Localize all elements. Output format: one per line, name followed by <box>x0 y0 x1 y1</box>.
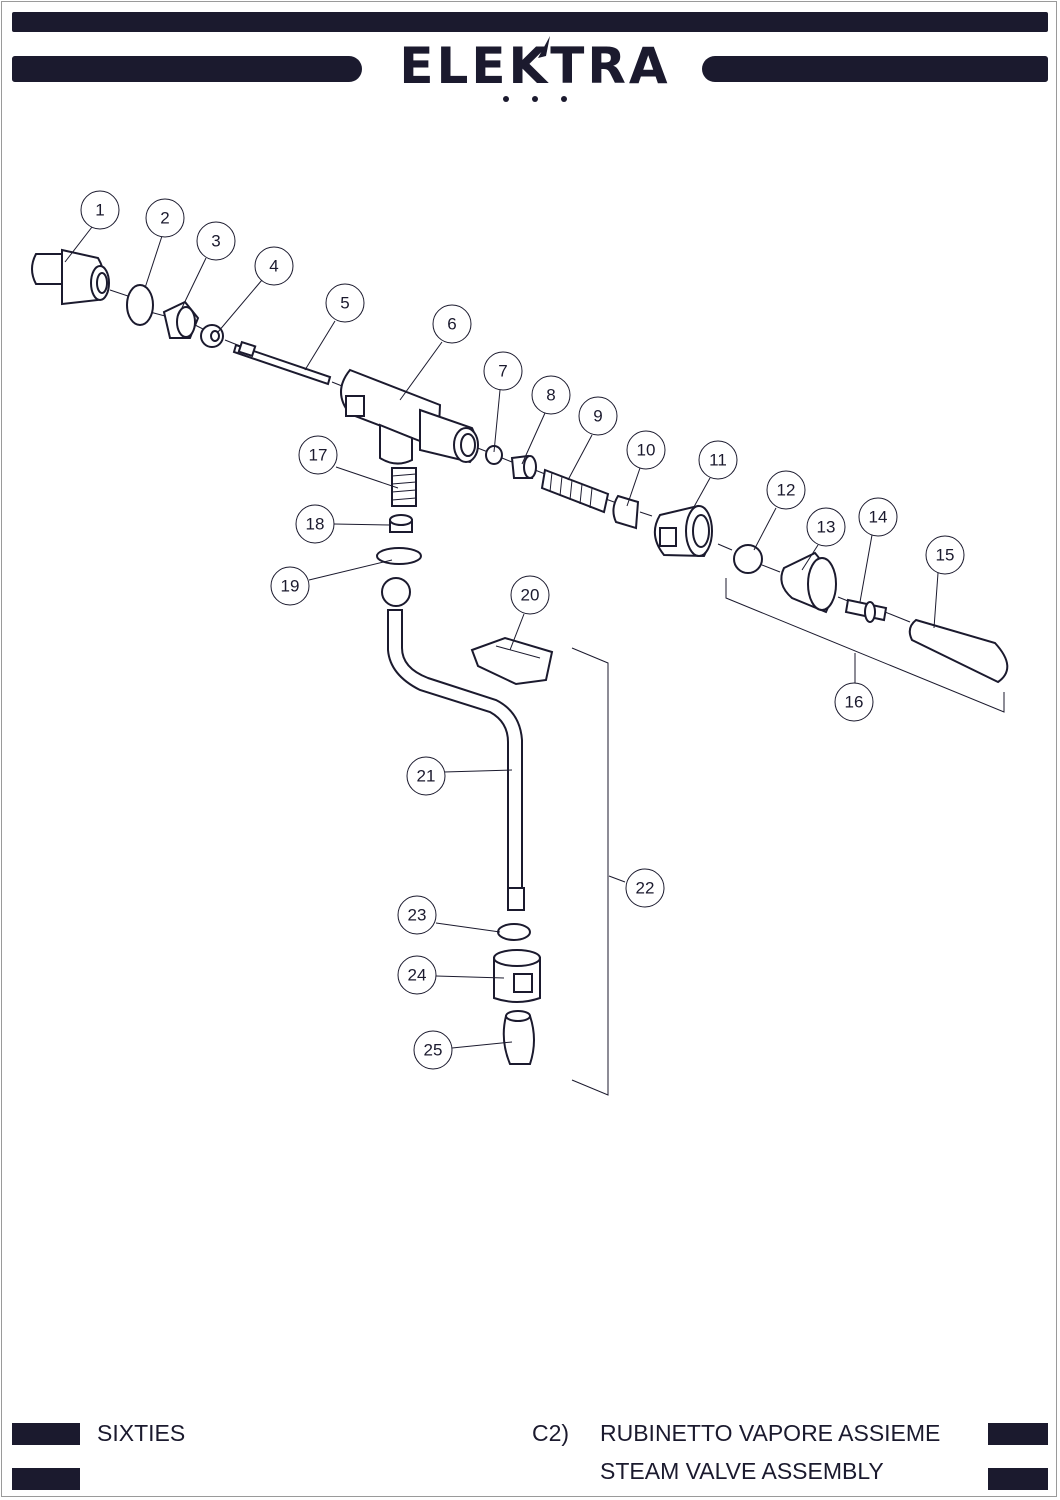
callout-14: 14 <box>858 497 898 537</box>
callout-number: 19 <box>281 577 300 596</box>
callout-22: 22 <box>625 868 665 908</box>
part-1-fitting <box>31 248 110 306</box>
part-13-ring-nut <box>780 551 837 614</box>
callout-number: 8 <box>546 386 555 405</box>
logo-dot-icon <box>561 96 567 102</box>
callout-7: 7 <box>483 351 523 391</box>
callout-number: 13 <box>817 518 836 537</box>
logo-dot-icon <box>532 96 538 102</box>
part-25-nozzle-tip <box>502 1010 535 1065</box>
part-4-washer <box>200 324 224 348</box>
callout-3: 3 <box>196 221 236 261</box>
callout-1: 1 <box>80 190 120 230</box>
callout-number: 2 <box>160 209 169 228</box>
brand-logo: ELEKTRA <box>399 36 670 102</box>
callout-number: 11 <box>709 451 727 470</box>
part-19-oring <box>376 547 422 565</box>
callout-4: 4 <box>254 246 294 286</box>
callout-number: 24 <box>408 966 427 985</box>
part-12-ball <box>733 544 763 574</box>
header-right-bar <box>702 56 1048 82</box>
callout-19: 19 <box>270 566 310 606</box>
footer-left-block-top <box>12 1423 80 1445</box>
part-16-group-bracket <box>725 578 1005 713</box>
callout-21: 21 <box>406 756 446 796</box>
callout-20: 20 <box>510 575 550 615</box>
callout-number: 17 <box>309 446 328 465</box>
callout-10: 10 <box>626 430 666 470</box>
callout-number: 5 <box>340 294 349 313</box>
title-italian: RUBINETTO VAPORE ASSIEME <box>600 1420 941 1446</box>
callout-13: 13 <box>806 507 846 547</box>
part-18-seal <box>389 514 413 533</box>
callout-17: 17 <box>298 435 338 475</box>
callout-number: 14 <box>869 508 888 527</box>
brand-name: ELEKTRA <box>399 37 670 95</box>
callout-23: 23 <box>397 895 437 935</box>
title-english: STEAM VALVE ASSEMBLY <box>600 1458 884 1484</box>
callout-9: 9 <box>578 396 618 436</box>
part-21-steam-wand <box>381 577 525 911</box>
callout-number: 21 <box>417 767 436 786</box>
part-3-bushing <box>162 300 200 339</box>
callout-number: 6 <box>447 315 456 334</box>
callout-number: 7 <box>498 362 507 381</box>
callout-number: 12 <box>777 481 796 500</box>
part-2-oring <box>126 284 154 326</box>
exploded-diagram: 1 2 3 4 5 6 7 8 9 10 11 12 13 14 15 16 1… <box>31 190 1009 1096</box>
leader-lines <box>64 226 939 1049</box>
callout-16: 16 <box>834 682 874 722</box>
callout-25: 25 <box>413 1030 453 1070</box>
header-top-bar <box>12 12 1048 32</box>
header-left-bar <box>12 56 362 82</box>
callout-5: 5 <box>325 283 365 323</box>
footer-right-block-bottom <box>988 1468 1048 1490</box>
footer-left-block-bottom <box>12 1468 80 1490</box>
logo-flame-icon <box>538 36 550 58</box>
part-15-handle <box>908 618 1009 684</box>
callout-number: 4 <box>269 257 278 276</box>
callout-number: 23 <box>408 906 427 925</box>
footer-right-block-top <box>988 1423 1048 1445</box>
part-5-stem <box>232 340 332 386</box>
callout-6: 6 <box>432 304 472 344</box>
part-9-spring <box>540 468 610 514</box>
part-6-valve-body <box>340 368 479 465</box>
section-code: C2) <box>532 1420 570 1446</box>
callout-number: 1 <box>95 201 104 220</box>
callout-12: 12 <box>766 470 806 510</box>
part-24-nozzle-nut <box>493 949 541 1003</box>
callout-number: 16 <box>845 693 864 712</box>
model-name: SIXTIES <box>97 1420 186 1446</box>
callout-number: 9 <box>593 407 602 426</box>
callout-number: 10 <box>637 441 656 460</box>
callout-number: 3 <box>211 232 220 251</box>
callout-number: 22 <box>636 879 655 898</box>
part-23-gasket <box>497 923 531 941</box>
part-14-pin <box>844 598 888 623</box>
part-22-group-bracket <box>571 647 609 1096</box>
callout-11: 11 <box>698 440 738 480</box>
part-20-grip <box>470 636 554 686</box>
callout-15: 15 <box>925 535 965 575</box>
callout-18: 18 <box>295 504 335 544</box>
part-10-sleeve <box>612 494 640 530</box>
callout-number: 25 <box>424 1041 443 1060</box>
callout-number: 15 <box>936 546 955 565</box>
callout-2: 2 <box>145 198 185 238</box>
callout-number: 18 <box>306 515 325 534</box>
callout-number: 20 <box>521 586 540 605</box>
part-11-nut <box>653 504 713 558</box>
part-7-washer <box>485 445 503 465</box>
logo-dot-icon <box>503 96 509 102</box>
part-8-seal <box>510 454 537 479</box>
callout-24: 24 <box>397 955 437 995</box>
callout-8: 8 <box>531 375 571 415</box>
part-17-spring <box>391 467 417 507</box>
